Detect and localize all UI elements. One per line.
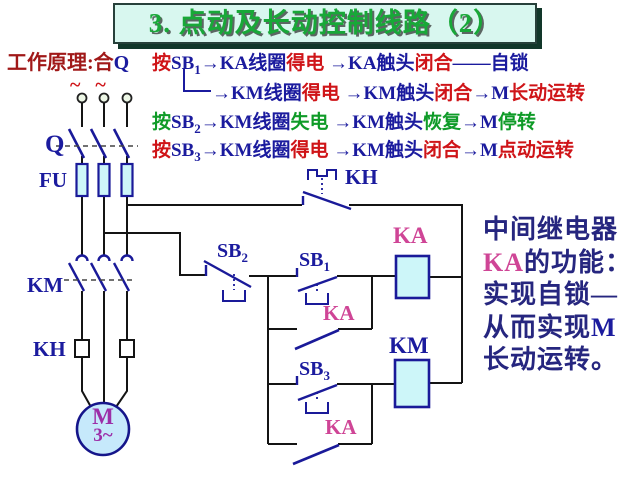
text-segment: 工作原理:合 [7,52,114,74]
text-segment: →M [460,112,498,133]
text-segment: →M [460,140,498,161]
principle-line-1: 按SB1→KA线圈得电 →KA触头闭合——自锁 [152,48,529,78]
text-segment: SB [171,53,195,74]
text-segment: 得电 [286,53,325,74]
text-segment: 得电 [290,140,329,161]
supply-terminal-icons [76,92,133,104]
text-segment: 按 [152,53,172,74]
fuse-label: FU [39,168,67,192]
km-main-contact-label: KM [27,273,64,297]
text-segment: 恢复 [422,112,461,133]
text-segment: →KM触头 [328,112,423,133]
text-segment: 的功能： [524,247,633,277]
sb3-no-button-symbol [295,376,338,414]
text-segment: 按 [152,140,172,161]
kh-relay-label: KH [33,337,66,361]
text-segment: 点动运转 [497,140,574,161]
text-segment: →KA触头 [324,53,415,74]
km-coil-label: KM [389,333,429,358]
ka-no-contact-lower-symbol [292,443,340,466]
ka-coil-label: KA [393,223,428,248]
motor-symbol [75,401,131,457]
sb3-sub: 3 [323,368,330,383]
text-segment: 停转 [497,112,536,133]
text-segment: 3 [194,148,201,164]
ac-supply-tildes: ~ ~ [70,74,111,96]
sb3-base: SB [299,358,324,380]
text-segment: 实现自锁— [483,280,619,309]
text-segment: 从而实现 [483,312,592,342]
motor-letter: M [92,404,114,429]
ka-no-contact-upper-symbol [294,328,340,351]
text-segment: →KM线圈 [200,112,291,133]
sb1-sub: 1 [323,259,330,274]
motor-phase: 3~ [93,425,113,446]
text-segment: →KM触头 [339,83,435,104]
ka-coil-symbol [394,254,431,300]
text-segment: →M [472,83,510,104]
motor-label: M 3~ [77,404,129,446]
sb2-button-label: SB2 [217,241,248,264]
text-segment: Q [113,52,130,74]
text-segment: 失电 [290,112,329,133]
note-line: 实现自锁— [483,279,640,312]
sb2-base: SB [217,240,242,262]
km-main-contact-symbols [64,254,136,292]
kh-contact-label: KH [345,165,378,189]
text-segment: ——自锁 [452,53,529,74]
km-coil-symbol [393,358,431,409]
sb2-nc-button-symbol [203,259,252,302]
text-segment: →KM线圈 [212,83,302,104]
text-segment: M [591,312,617,342]
control-wires [249,275,462,445]
text-segment: 闭合 [434,83,473,104]
sb1-base: SB [299,249,324,271]
text-segment: 长动运转 [509,83,586,104]
sb1-no-button-symbol [295,268,338,305]
q-switch-label: Q [45,131,65,158]
text-segment: →KA线圈 [200,53,287,74]
text-segment: SB [171,140,195,161]
principle-line-4: 按SB3→KM线圈得电 →KM触头闭合→M点动运转 [152,135,574,165]
principle-heading: 工作原理:合Q [7,46,129,75]
note-line: 长动运转。 [483,344,640,377]
fuse-symbols [75,162,134,198]
principle-line-2: →KM线圈得电 →KM触头闭合→M长动运转 [212,78,585,105]
text-segment: →KM触头 [328,140,423,161]
text-segment: 得电 [301,83,340,104]
text-segment: SB [171,112,195,133]
page-title: 3. 点动及长动控制线路（2） [113,3,537,44]
sb1-button-label: SB1 [299,250,330,273]
main-wires [81,103,463,408]
principle-line-3: 按SB2→KM线圈失电 →KM触头恢复→M停转 [152,107,536,137]
sb2-sub: 2 [241,250,248,265]
text-segment: 按 [152,112,172,133]
note-line: KA的功能： [483,247,640,280]
branch-connector-line [183,68,211,92]
text-segment: 中间继电器 [483,215,619,244]
sb3-button-label: SB3 [299,359,330,382]
text-segment: →KM线圈 [200,140,291,161]
kh-nc-contact-symbol [301,169,352,211]
ka-function-note: 中间继电器 KA的功能： 实现自锁— 从而实现M 长动运转。 [483,214,640,377]
text-segment: KA [483,247,524,277]
ka-contact-upper-label: KA [323,301,355,325]
ka-contact-lower-label: KA [325,415,357,439]
text-segment: 1 [194,61,201,77]
text-segment: 长动运转。 [483,345,619,374]
q-switch-symbol [56,128,138,159]
text-segment: 闭合 [414,53,453,74]
text-segment: 2 [194,120,201,136]
kh-heater-symbols [74,339,135,358]
note-line: 中间继电器 [483,214,640,247]
note-line: 从而实现M [483,312,640,345]
text-segment: 闭合 [422,140,461,161]
